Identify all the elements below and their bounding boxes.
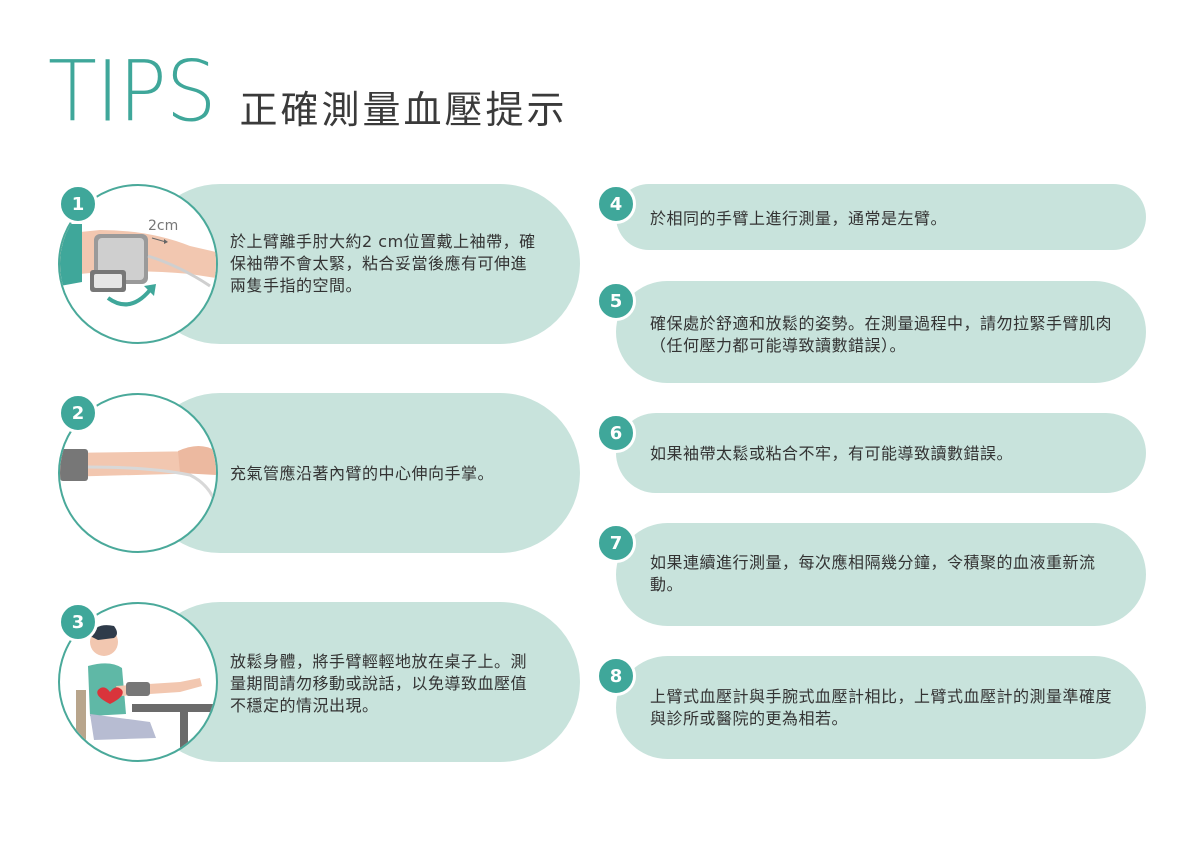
tip-6-badge: 6 xyxy=(596,413,636,453)
tip-8-text: 上臂式血壓計與手腕式血壓計相比，上臂式血壓計的測量準確度與診所或醫院的更為相若。 xyxy=(650,687,1113,728)
tip-3-text: 放鬆身體，將手臂輕輕地放在桌子上。測量期間請勿移動或說話，以免導致血壓值不穩定的… xyxy=(230,652,528,715)
tip-5-text: 確保處於舒適和放鬆的姿勢。在測量過程中，請勿拉緊手臂肌肉（任何壓力都可能導致讀數… xyxy=(650,314,1113,355)
tip-1-text: 於上臂離手肘大約2 cm位置戴上袖帶，確保袖帶不會太緊，粘合妥當後應有可伸進兩隻… xyxy=(230,232,536,295)
tip-7-card xyxy=(616,523,1146,626)
tip-5-card xyxy=(616,281,1146,383)
tip-4-card xyxy=(616,184,1146,250)
title-main: 正確測量血壓提示 xyxy=(239,88,568,132)
tip-8-card xyxy=(616,656,1146,759)
tip-7-text: 如果連續進行測量，每次應相隔幾分鐘，令積聚的血液重新流動。 xyxy=(650,553,1096,594)
cm-label: 2cm xyxy=(148,218,178,234)
tip-4-text: 於相同的手臂上進行測量，通常是左臂。 xyxy=(650,209,948,228)
tip-4-badge: 4 xyxy=(596,184,636,224)
tip-7-badge: 7 xyxy=(596,523,636,563)
tip-6-card xyxy=(616,413,1146,493)
page-title: TIPS 正確測量血壓提示 xyxy=(48,42,568,141)
tip-6-text: 如果袖帶太鬆或粘合不牢，有可能導致讀數錯誤。 xyxy=(650,444,1014,463)
tip-8-badge: 8 xyxy=(596,656,636,696)
title-tips: TIPS xyxy=(48,42,216,141)
tip-1-badge: 1 xyxy=(58,184,98,224)
tip-5-badge: 5 xyxy=(596,281,636,321)
tip-3-badge: 3 xyxy=(58,602,98,642)
tip-2-badge: 2 xyxy=(58,393,98,433)
tip-2-text: 充氣管應沿著內臂的中心伸向手掌。 xyxy=(230,464,495,483)
